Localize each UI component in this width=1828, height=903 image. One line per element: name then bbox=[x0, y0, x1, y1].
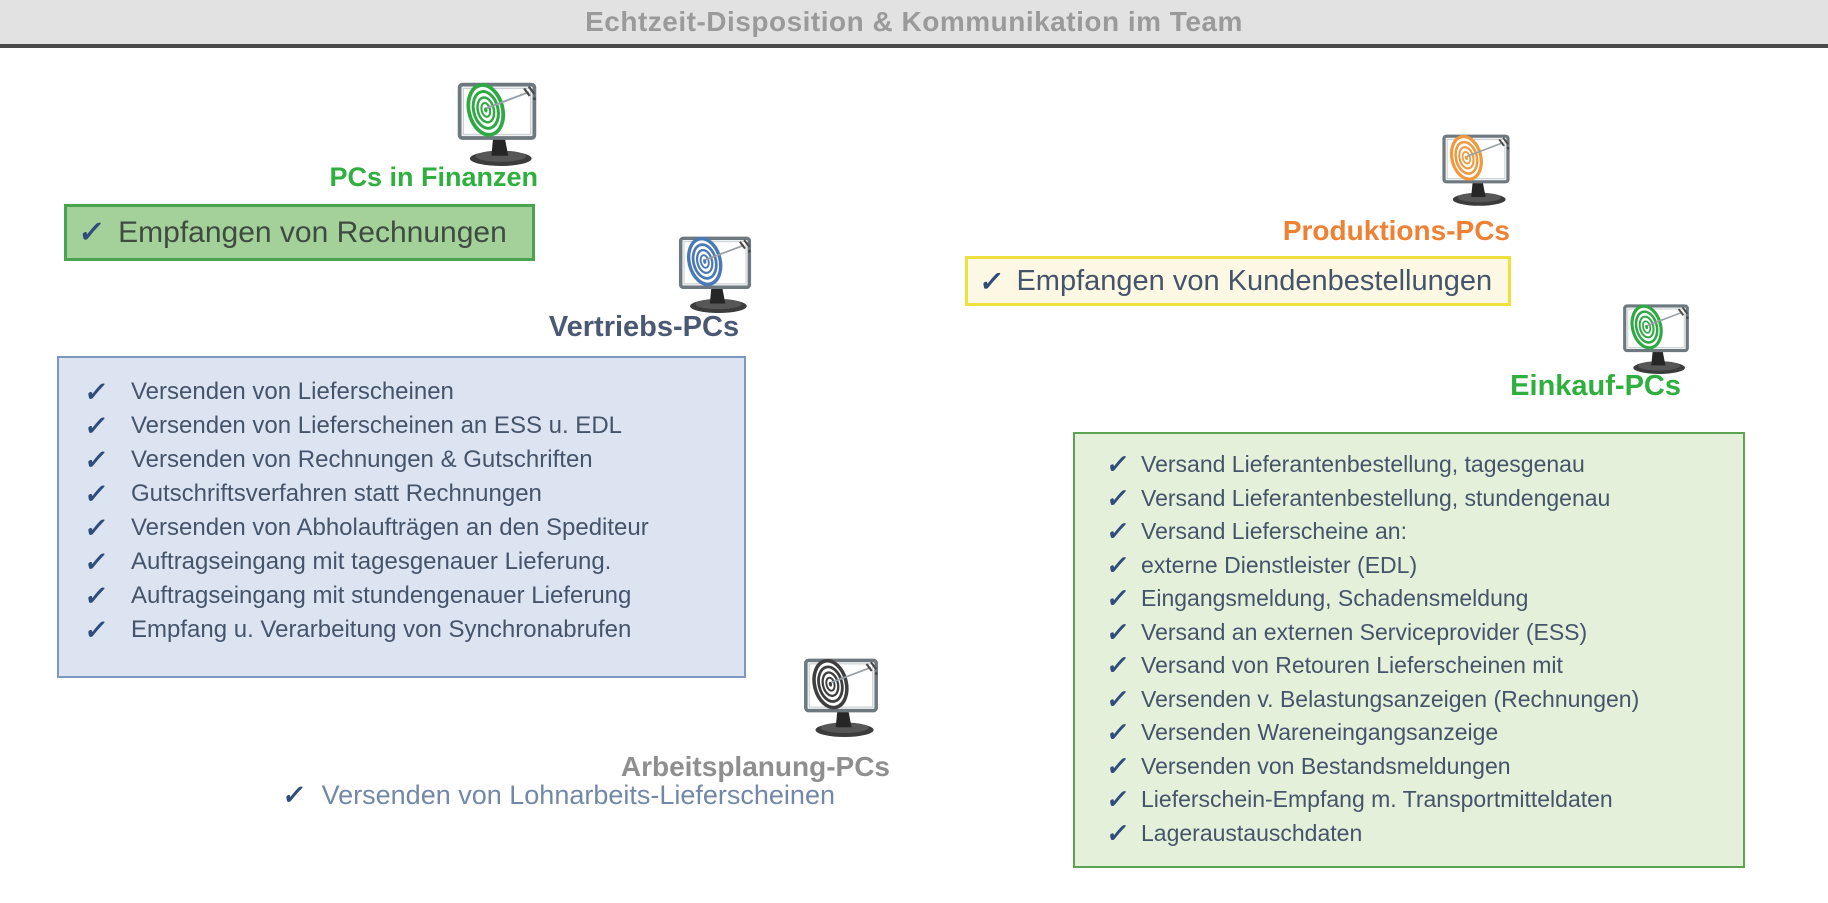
checkmark-icon: ✓ bbox=[1104, 750, 1131, 781]
checkmark-icon: ✓ bbox=[82, 444, 110, 475]
task-item: ✓ Versand an externen Serviceprovider (E… bbox=[1075, 616, 1743, 650]
task-label: Versand von Retouren Lieferscheinen mit bbox=[1141, 652, 1563, 679]
checkmark-icon: ✓ bbox=[977, 265, 1006, 297]
task-item: ✓ Empfang u. Verarbeitung von Synchronab… bbox=[59, 613, 744, 647]
group-label-einkauf: Einkauf-PCs bbox=[1510, 370, 1681, 402]
task-line-arbeitsplanung: ✓ Versenden von Lohnarbeits-Lieferschein… bbox=[280, 780, 835, 811]
task-box-finanzen: ✓ Empfangen von Rechnungen bbox=[64, 204, 535, 261]
checkmark-icon: ✓ bbox=[1104, 482, 1131, 513]
checkmark-icon: ✓ bbox=[280, 780, 308, 810]
task-label: Eingangsmeldung, Schadensmeldung bbox=[1141, 585, 1529, 612]
task-label: Versand an externen Serviceprovider (ESS… bbox=[1141, 618, 1588, 645]
group-label-produktion: Produktions-PCs bbox=[1282, 215, 1510, 246]
task-item: ✓ Versand Lieferantenbestellung, stunden… bbox=[1075, 482, 1743, 516]
task-item: ✓ externe Dienstleister (EDL) bbox=[1075, 549, 1743, 583]
checkmark-icon: ✓ bbox=[82, 512, 110, 543]
task-item: ✓ Versand von Retouren Lieferscheinen mi… bbox=[1075, 649, 1743, 683]
task-label: Lageraustauschdaten bbox=[1141, 819, 1363, 846]
group-label-finanzen: PCs in Finanzen bbox=[329, 162, 538, 192]
task-label: Auftragseingang mit tagesgenauer Lieferu… bbox=[131, 548, 612, 575]
checkmark-icon: ✓ bbox=[1104, 449, 1131, 480]
task-item: ✓ Versenden Wareneingangsanzeige bbox=[1075, 716, 1743, 750]
task-label: Versand Lieferantenbestellung, stundenge… bbox=[1141, 484, 1611, 511]
task-item: ✓ Auftragseingang mit stundengenauer Lie… bbox=[59, 579, 744, 613]
task-label: Versenden v. Belastungsanzeigen (Rechnun… bbox=[1141, 685, 1640, 712]
monitor-target-icon bbox=[1616, 302, 1696, 374]
task-label: externe Dienstleister (EDL) bbox=[1141, 551, 1418, 578]
checkmark-icon: ✓ bbox=[82, 478, 110, 509]
task-item: ✓ Versenden von Lieferscheinen bbox=[59, 375, 744, 409]
checkmark-icon: ✓ bbox=[82, 614, 110, 645]
slide-title: Echtzeit-Disposition & Kommunikation im … bbox=[585, 6, 1243, 37]
task-label: Empfangen von Rechnungen bbox=[118, 215, 507, 249]
task-label: Auftragseingang mit stundengenauer Liefe… bbox=[131, 582, 632, 609]
task-label: Versenden Wareneingangsanzeige bbox=[1141, 719, 1499, 746]
monitor-target-icon bbox=[450, 80, 544, 166]
task-label: Versand Lieferantenbestellung, tagesgena… bbox=[1141, 451, 1585, 478]
checkmark-icon: ✓ bbox=[82, 580, 110, 611]
checkmark-icon: ✓ bbox=[1104, 583, 1131, 614]
task-label: Versand Lieferscheine an: bbox=[1141, 518, 1407, 545]
task-box-einkauf: ✓ Versand Lieferantenbestellung, tagesge… bbox=[1073, 432, 1745, 868]
task-label: Empfangen von Kundenbestellungen bbox=[1016, 264, 1493, 297]
task-label: Versenden von Lohnarbeits-Lieferscheinen bbox=[321, 780, 835, 810]
checkmark-icon: ✓ bbox=[1104, 683, 1131, 714]
checkmark-icon: ✓ bbox=[1104, 650, 1131, 681]
checkmark-icon: ✓ bbox=[1104, 616, 1131, 647]
monitor-target-icon bbox=[797, 656, 885, 737]
task-label: Versenden von Lieferscheinen bbox=[131, 378, 454, 405]
task-item: ✓ Auftragseingang mit tagesgenauer Liefe… bbox=[59, 545, 744, 579]
task-item: ✓ Lieferschein-Empfang m. Transportmitte… bbox=[1075, 783, 1743, 817]
checkmark-icon: ✓ bbox=[1104, 817, 1131, 848]
task-item: ✓ Versand Lieferantenbestellung, tagesge… bbox=[1075, 448, 1743, 482]
task-item: ✓ Eingangsmeldung, Schadensmeldung bbox=[1075, 582, 1743, 616]
task-label: Gutschriftsverfahren statt Rechnungen bbox=[131, 480, 542, 507]
task-label: Empfang u. Verarbeitung von Synchronabru… bbox=[131, 616, 632, 643]
group-label-arbeitsplanung: Arbeitsplanung-PCs bbox=[620, 751, 890, 782]
checkmark-icon: ✓ bbox=[1104, 784, 1131, 815]
checkmark-icon: ✓ bbox=[82, 410, 110, 441]
slide-title-bar: Echtzeit-Disposition & Kommunikation im … bbox=[0, 0, 1828, 48]
checkmark-icon: ✓ bbox=[1104, 549, 1131, 580]
task-item: ✓ Versenden von Abholaufträgen an den Sp… bbox=[59, 511, 744, 545]
task-label: Versenden von Rechnungen & Gutschriften bbox=[131, 446, 593, 473]
task-item: ✓ Gutschriftsverfahren statt Rechnungen bbox=[59, 477, 744, 511]
group-label-vertrieb: Vertriebs-PCs bbox=[548, 311, 740, 343]
task-item: ✓ Versenden von Bestandsmeldungen bbox=[1075, 750, 1743, 784]
checkmark-icon: ✓ bbox=[82, 376, 110, 407]
task-item: ✓ Versenden v. Belastungsanzeigen (Rechn… bbox=[1075, 683, 1743, 717]
task-label: Versenden von Abholaufträgen an den Sped… bbox=[131, 514, 649, 541]
checkmark-icon: ✓ bbox=[76, 216, 107, 249]
task-label: Lieferschein-Empfang m. Transportmitteld… bbox=[1141, 786, 1613, 813]
monitor-target-icon bbox=[672, 234, 758, 313]
task-item: ✓ Versenden von Lieferscheinen an ESS u.… bbox=[59, 409, 744, 443]
task-box-vertrieb: ✓ Versenden von Lieferscheinen ✓ Versend… bbox=[57, 356, 746, 678]
task-item: ✓ Versand Lieferscheine an: bbox=[1075, 515, 1743, 549]
task-item: ✓ Versenden von Rechnungen & Gutschrifte… bbox=[59, 443, 744, 477]
task-item: ✓ Lageraustauschdaten bbox=[1075, 817, 1743, 851]
checkmark-icon: ✓ bbox=[1104, 516, 1131, 547]
task-label: Versenden von Bestandsmeldungen bbox=[1141, 752, 1511, 779]
monitor-target-icon bbox=[1436, 132, 1516, 206]
checkmark-icon: ✓ bbox=[82, 546, 110, 577]
task-label: Versenden von Lieferscheinen an ESS u. E… bbox=[131, 412, 622, 439]
checkmark-icon: ✓ bbox=[1104, 717, 1131, 748]
task-box-produktion: ✓ Empfangen von Kundenbestellungen bbox=[965, 256, 1511, 306]
